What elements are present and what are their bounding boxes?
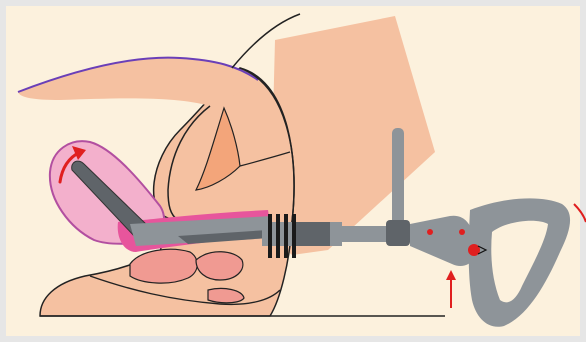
control-point — [427, 229, 433, 235]
manipulator-rod-extension — [340, 226, 388, 242]
rod-collar — [296, 222, 330, 246]
post-joint — [386, 220, 410, 246]
vertical-post — [392, 128, 404, 228]
control-point — [459, 229, 465, 235]
